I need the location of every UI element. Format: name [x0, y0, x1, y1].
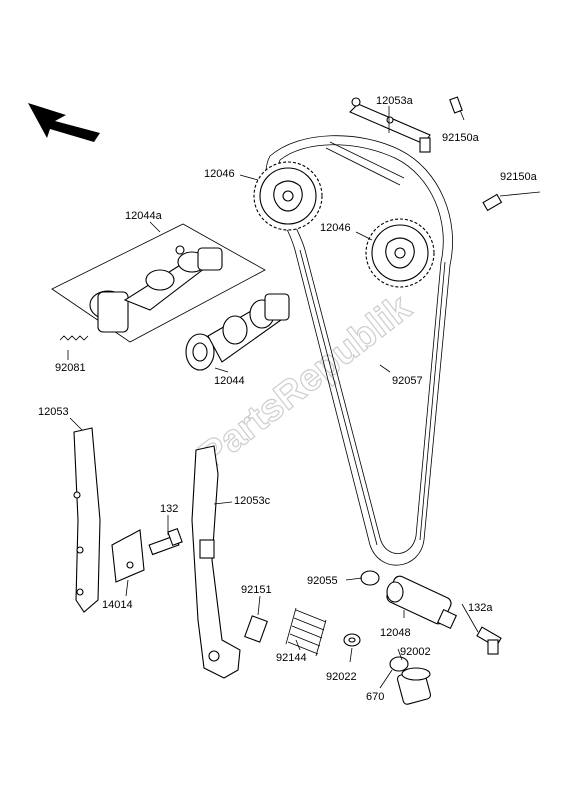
spring-pin [59, 335, 89, 341]
label-92055: 92055 [307, 575, 338, 587]
tensioner-spring [285, 607, 327, 657]
o-ring-92055 [360, 570, 380, 586]
guide-plate [111, 529, 145, 583]
label-12046-left: 12046 [204, 168, 235, 180]
part-labels: 12053a 92150a 12046 92150a 12046 12044a … [38, 95, 538, 703]
o-ring-670 [389, 656, 409, 672]
camshaft [185, 293, 290, 371]
label-12053a: 12053a [376, 95, 414, 107]
leader-lines [67, 106, 479, 689]
label-92081: 92081 [55, 362, 86, 374]
label-132: 132 [160, 503, 178, 515]
bolt-132 [148, 528, 183, 556]
bolt-92151 [244, 615, 268, 643]
chain-tensioner-guide [191, 445, 241, 679]
label-12053: 12053 [38, 406, 69, 418]
label-92150a-right: 92150a [500, 171, 538, 183]
chain-guide-top [325, 96, 463, 186]
label-92002: 92002 [400, 646, 431, 658]
label-12044: 12044 [214, 375, 245, 387]
bolt-92150a [482, 191, 541, 212]
washer [343, 633, 361, 647]
chain-tensioner [386, 575, 458, 630]
label-12044a: 12044a [125, 210, 163, 222]
label-132a: 132a [468, 602, 493, 614]
label-92022: 92022 [326, 671, 357, 683]
label-14014: 14014 [102, 599, 133, 611]
label-92150a-top: 92150a [442, 132, 480, 144]
front-direction-arrow-icon [28, 103, 100, 142]
chain-guide-left [73, 427, 101, 613]
cam-sprocket-left [253, 161, 323, 231]
cam-sprocket-right [365, 218, 435, 288]
label-670: 670 [366, 691, 384, 703]
label-92057: 92057 [392, 375, 423, 387]
label-12048: 12048 [380, 627, 411, 639]
camshaft-assembly-box [51, 223, 266, 343]
label-92151: 92151 [241, 584, 272, 596]
label-92144: 92144 [276, 652, 307, 664]
label-12046-right: 12046 [320, 222, 351, 234]
bolt-132a [476, 626, 502, 655]
cap-bolt [396, 667, 432, 705]
label-12053c: 12053c [234, 495, 271, 507]
